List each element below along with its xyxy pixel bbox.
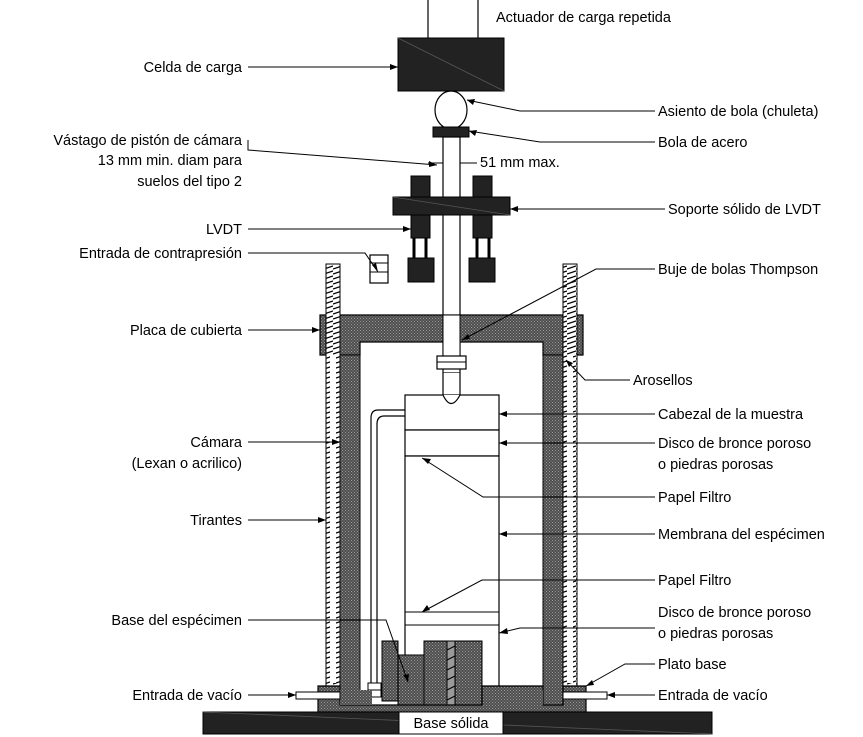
label-ball-seat: Asiento de bola (chuleta) bbox=[658, 104, 818, 120]
label-cover-plate: Placa de cubierta bbox=[130, 323, 243, 339]
label-backpressure-inlet: Entrada de contrapresión bbox=[79, 246, 242, 262]
label-chamber-line2: (Lexan o acrilico) bbox=[132, 456, 242, 472]
label-specimen-base: Base del espécimen bbox=[111, 613, 242, 629]
label-filter-paper-bottom: Papel Filtro bbox=[658, 573, 731, 589]
solid-base bbox=[202, 711, 713, 735]
label-porous-disk-bottom-line2: o piedras porosas bbox=[658, 626, 773, 642]
lvdt-assembly bbox=[392, 175, 511, 283]
label-specimen-membrane: Membrana del espécimen bbox=[658, 527, 825, 543]
label-porous-disk-bottom-line1: Disco de bronce poroso bbox=[658, 605, 811, 621]
label-lvdt: LVDT bbox=[206, 222, 242, 238]
label-steel-ball: Bola de acero bbox=[658, 135, 747, 151]
label-porous-disk-top-line1: Disco de bronce poroso bbox=[658, 436, 811, 452]
label-piston-rod-line1: Vástago de pistón de cámara bbox=[53, 133, 243, 149]
label-lvdt-support: Soporte sólido de LVDT bbox=[668, 202, 821, 218]
label-tie-rods: Tirantes bbox=[190, 513, 242, 529]
bushing-collar bbox=[436, 355, 467, 370]
drainage-tube bbox=[367, 409, 426, 698]
actuator-rods bbox=[427, 0, 479, 38]
label-chamber-line1: Cámara bbox=[190, 435, 243, 451]
label-o-rings: Arosellos bbox=[633, 373, 693, 389]
label-thompson-bushing: Buje de bolas Thompson bbox=[658, 262, 818, 278]
label-vacuum-inlet-left: Entrada de vacío bbox=[132, 688, 242, 704]
label-base-plate: Plato base bbox=[658, 657, 727, 673]
label-actuator: Actuador de carga repetida bbox=[496, 10, 672, 26]
label-solid-base: Base sólida bbox=[414, 716, 490, 732]
label-piston-rod-line3: suelos del tipo 2 bbox=[137, 174, 242, 190]
specimen-pedestal bbox=[381, 640, 483, 706]
label-piston-rod-line2: 13 mm min. diam para bbox=[98, 153, 243, 169]
steel-ball bbox=[432, 126, 470, 138]
label-load-cell: Celda de carga bbox=[144, 60, 243, 76]
label-specimen-cap: Cabezal de la muestra bbox=[658, 407, 804, 423]
cover-plate bbox=[319, 314, 584, 358]
ball-seat bbox=[434, 90, 468, 130]
tie-rods bbox=[325, 263, 578, 715]
label-porous-disk-top-line2: o piedras porosas bbox=[658, 457, 773, 473]
backpressure-fitting bbox=[369, 254, 389, 284]
load-cell bbox=[397, 37, 505, 92]
label-vacuum-inlet-right: Entrada de vacío bbox=[658, 688, 768, 704]
arrowheads bbox=[288, 64, 615, 698]
label-max-gap: 51 mm max. bbox=[480, 155, 560, 171]
label-filter-paper-top: Papel Filtro bbox=[658, 490, 731, 506]
